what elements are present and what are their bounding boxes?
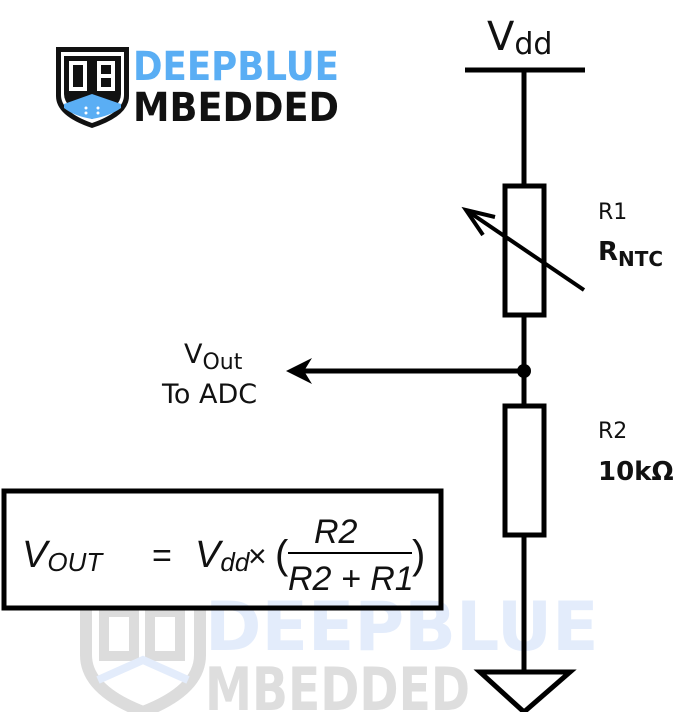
formula-lhs: VOUT: [22, 534, 104, 577]
formula-times: ×: [248, 538, 267, 574]
formula-equals: =: [152, 537, 172, 575]
formula-box: VOUT = Vdd × ( R2 R2 + R1 ): [1, 488, 444, 611]
vout-label: VOut: [184, 339, 243, 375]
r1-name: RNTC: [598, 237, 663, 271]
r2-value: 10kΩ: [598, 457, 674, 487]
formula-border: [1, 488, 444, 611]
logo-line2: MBEDDED: [133, 85, 339, 131]
logo: DEEPBLUE MBEDDED: [56, 44, 339, 131]
r2-ref: R2: [598, 419, 627, 444]
vdd-label: Vdd: [487, 14, 552, 62]
output-arrowhead-icon: [286, 358, 312, 384]
output-label: VOut To ADC: [161, 339, 257, 410]
r1-ref: R1: [598, 200, 627, 225]
vdd-supply: Vdd: [465, 14, 585, 73]
r1-arrowhead-icon: [461, 206, 496, 237]
formula-numerator: R2: [314, 513, 358, 551]
logo-line1: DEEPBLUE: [133, 44, 339, 90]
r2-body: [502, 403, 547, 538]
r1-thermistor: R1 RNTC: [461, 183, 663, 318]
formula-open-paren: (: [275, 533, 289, 577]
watermark-line1: DEEPBLUE: [205, 588, 599, 667]
r2-resistor: R2 10kΩ: [502, 403, 674, 538]
watermark-shield-icon: [80, 590, 206, 712]
logo-shield-icon: [56, 47, 129, 128]
ground-icon: [473, 669, 577, 712]
watermark-line2: MBEDDED: [205, 655, 470, 712]
r1-variable-arrow: [464, 208, 586, 292]
vout-caption: To ADC: [161, 379, 257, 410]
formula-close-paren: ): [412, 533, 425, 577]
formula-denominator: R2 + R1: [288, 560, 414, 598]
formula-vdd: Vdd: [195, 534, 251, 577]
